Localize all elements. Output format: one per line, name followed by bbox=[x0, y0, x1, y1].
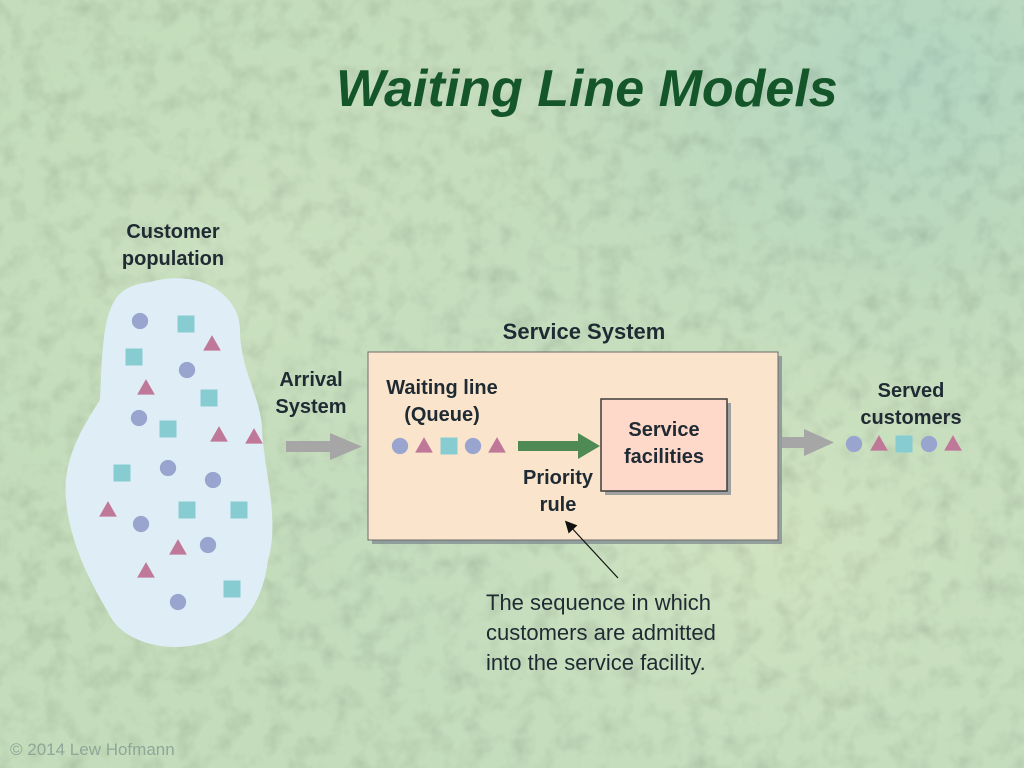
queue-circle bbox=[464, 437, 482, 455]
service-facilities-label-line: facilities bbox=[623, 446, 705, 468]
population-triangle bbox=[99, 501, 117, 517]
served-circle bbox=[845, 435, 863, 453]
population-circle bbox=[178, 361, 196, 379]
queue-customers bbox=[391, 437, 506, 455]
served-square bbox=[895, 435, 913, 453]
waiting-line-label-line: Waiting line bbox=[386, 377, 498, 399]
priority-rule-label-line: Priority bbox=[522, 467, 594, 489]
callout-pointer bbox=[564, 520, 619, 579]
served-customers-label: Served customers bbox=[846, 378, 976, 432]
served-triangle bbox=[870, 435, 888, 451]
served-triangle bbox=[944, 435, 962, 451]
service-system-label: Service System bbox=[502, 319, 666, 344]
priority-rule-label-line: rule bbox=[539, 494, 577, 516]
queue-triangle bbox=[415, 437, 433, 453]
population-triangle bbox=[137, 379, 155, 395]
queue-square bbox=[440, 437, 458, 455]
priority-rule-arrow bbox=[518, 433, 600, 459]
population-circle bbox=[131, 312, 149, 330]
population-circle bbox=[199, 536, 217, 554]
waiting-line-label-line: (Queue) bbox=[404, 404, 480, 426]
description-line: The sequence in which bbox=[486, 590, 712, 615]
served-arrow bbox=[782, 429, 834, 456]
arrival-arrow bbox=[286, 433, 362, 460]
population-square bbox=[230, 501, 248, 519]
queue-triangle bbox=[488, 437, 506, 453]
description-line: customers are admitted bbox=[486, 620, 716, 645]
priority-rule-label: Priority rule bbox=[508, 465, 608, 519]
service-facilities-label-line: Service bbox=[628, 419, 700, 441]
population-triangle bbox=[137, 562, 155, 578]
population-triangle bbox=[245, 428, 263, 444]
population-square bbox=[125, 348, 143, 366]
population-square bbox=[113, 464, 131, 482]
population-square bbox=[178, 501, 196, 519]
population-square bbox=[200, 389, 218, 407]
copyright-footer: © 2014 Lew Hofmann bbox=[10, 740, 175, 759]
queue-circle bbox=[391, 437, 409, 455]
served-customers bbox=[845, 435, 962, 453]
population-customers bbox=[99, 312, 263, 611]
population-square bbox=[223, 580, 241, 598]
arrival-system-label-line: System bbox=[275, 396, 347, 418]
served-customers-label-line: customers bbox=[860, 407, 962, 429]
arrival-system-label: Arrival System bbox=[268, 367, 354, 421]
served-circle bbox=[920, 435, 938, 453]
population-triangle bbox=[210, 426, 228, 442]
served-customers-label-line: Served bbox=[877, 380, 945, 402]
service-facilities-box bbox=[600, 398, 728, 492]
customer-population-label: Customer population bbox=[107, 219, 239, 273]
customer-population-label-line: population bbox=[121, 248, 225, 270]
population-triangle bbox=[203, 335, 221, 351]
population-circle bbox=[132, 515, 150, 533]
population-circle bbox=[159, 459, 177, 477]
arrival-system-label-line: Arrival bbox=[279, 369, 343, 391]
population-circle bbox=[130, 409, 148, 427]
description-line: into the service facility. bbox=[486, 650, 706, 675]
population-circle bbox=[169, 593, 187, 611]
population-circle bbox=[204, 471, 222, 489]
population-square bbox=[177, 315, 195, 333]
customer-population-label-line: Customer bbox=[126, 221, 220, 243]
priority-rule-description: The sequence in which customers are admi… bbox=[486, 588, 716, 678]
population-square bbox=[159, 420, 177, 438]
slide-title: Waiting Line Models bbox=[336, 60, 838, 118]
population-triangle bbox=[169, 539, 187, 555]
waiting-line-label: Waiting line (Queue) bbox=[370, 375, 514, 429]
service-facilities-label: Service facilities bbox=[601, 417, 727, 471]
